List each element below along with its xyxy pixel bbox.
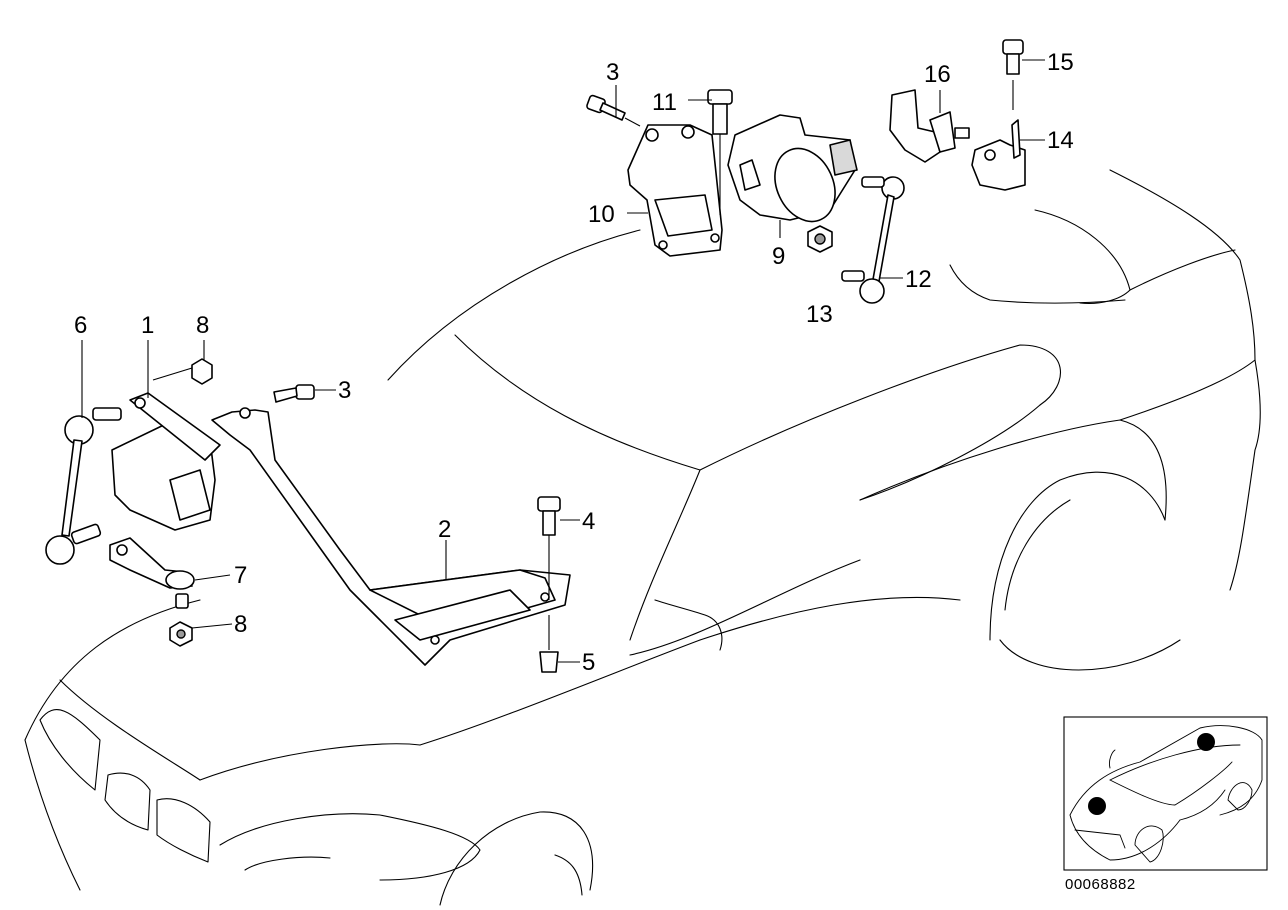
callout-3-left: 3 — [338, 377, 351, 404]
callout-3-top: 3 — [606, 59, 619, 86]
bracket-10 — [627, 124, 723, 257]
diagram-reference-number: 00068882 — [1065, 876, 1136, 893]
clip-nut-5 — [539, 615, 559, 673]
callout-13: 13 — [806, 301, 833, 328]
callout-labels: 3 11 16 15 14 10 9 12 13 6 1 8 3 2 4 7 8… — [74, 49, 1074, 676]
bracket-2 — [211, 407, 571, 666]
callout-4: 4 — [582, 508, 595, 535]
screw-3-left — [273, 384, 315, 403]
callout-15: 15 — [1047, 49, 1074, 76]
callout-8-bottom: 8 — [234, 611, 247, 638]
car-outline — [24, 169, 1261, 906]
bracket-14 — [971, 119, 1026, 191]
callout-1: 1 — [141, 312, 154, 339]
bolt-11 — [707, 89, 733, 215]
callout-7: 7 — [234, 562, 247, 589]
callout-6: 6 — [74, 312, 87, 339]
bracket-16 — [889, 89, 970, 163]
callout-2: 2 — [438, 516, 451, 543]
leader-lines — [81, 59, 1045, 663]
callout-16: 16 — [924, 61, 951, 88]
screw-3-top — [586, 94, 641, 127]
callout-9: 9 — [772, 243, 785, 270]
locator-marker-front — [1088, 797, 1106, 815]
lever-7 — [109, 537, 195, 590]
nut-8-top — [191, 358, 213, 385]
car-locator-icon — [1069, 725, 1263, 863]
screw-7 — [175, 593, 189, 609]
callout-11: 11 — [652, 89, 677, 116]
nut-13 — [807, 225, 833, 253]
bolt-4 — [537, 496, 561, 600]
callout-14: 14 — [1047, 127, 1074, 154]
callout-8-top: 8 — [196, 312, 209, 339]
callout-5: 5 — [582, 649, 595, 676]
callout-12: 12 — [905, 266, 932, 293]
locator-marker-rear — [1197, 733, 1215, 751]
link-rod-12 — [841, 176, 905, 304]
locator-inset — [1063, 716, 1268, 871]
nut-8-bottom — [169, 621, 193, 647]
link-rod-6 — [45, 407, 122, 565]
height-sensor-1 — [111, 392, 221, 531]
callout-10: 10 — [588, 201, 615, 228]
height-sensor-9 — [727, 114, 858, 223]
bolt-15 — [1002, 39, 1024, 110]
